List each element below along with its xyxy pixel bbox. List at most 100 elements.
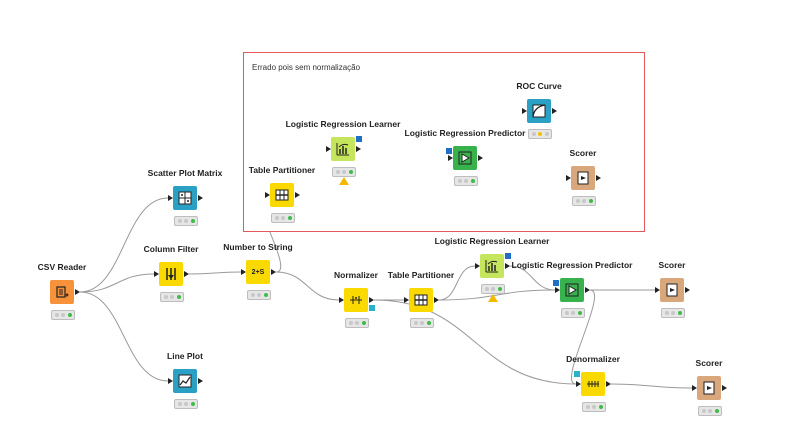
output-port[interactable] <box>184 271 189 277</box>
status-light <box>484 287 489 291</box>
status-light <box>544 132 549 136</box>
output-port[interactable] <box>685 287 690 293</box>
connection-csv-reader-to-scatter-plot-matrix[interactable] <box>79 197 169 293</box>
node-status-indicator <box>661 308 685 318</box>
status-light <box>671 311 675 315</box>
model-output-port[interactable] <box>356 136 362 142</box>
input-port[interactable] <box>265 192 270 198</box>
model-output-port[interactable] <box>505 253 511 259</box>
status-light <box>592 405 596 409</box>
scatter-matrix-icon[interactable] <box>173 186 197 210</box>
csv-reader-icon[interactable] <box>50 280 74 304</box>
status-light <box>538 132 542 136</box>
warning-icon[interactable] <box>339 177 349 185</box>
connection-number-to-string-to-normalizer[interactable] <box>275 271 340 301</box>
scorer-icon[interactable] <box>697 376 721 400</box>
node-title: Scorer <box>569 148 597 158</box>
input-port[interactable] <box>404 297 409 303</box>
learner-icon[interactable] <box>480 254 504 278</box>
connection-csv-reader-to-line-plot[interactable] <box>79 291 169 382</box>
status-light <box>426 321 431 325</box>
input-port[interactable] <box>692 385 697 391</box>
status-light <box>413 321 418 325</box>
denormalizer-icon[interactable] <box>581 372 605 396</box>
partition-icon[interactable] <box>409 288 433 312</box>
model-input-port[interactable] <box>446 148 452 154</box>
status-light <box>163 295 168 299</box>
status-light <box>420 321 424 325</box>
input-port[interactable] <box>339 297 344 303</box>
status-light <box>598 405 603 409</box>
status-light <box>250 293 255 297</box>
input-port[interactable] <box>522 108 527 114</box>
output-port[interactable] <box>585 287 590 293</box>
output-port[interactable] <box>434 297 439 303</box>
input-port[interactable] <box>566 175 571 181</box>
status-light <box>564 311 569 315</box>
input-port[interactable] <box>168 378 173 384</box>
node-status-indicator <box>345 318 369 328</box>
output-port[interactable] <box>606 381 611 387</box>
connection-table-partitioner-bottom-to-lr-learner-bottom[interactable] <box>438 265 476 301</box>
input-port[interactable] <box>168 195 173 201</box>
input-port[interactable] <box>448 155 453 161</box>
status-light <box>464 179 468 183</box>
output-port[interactable] <box>295 192 300 198</box>
output-port[interactable] <box>505 263 510 269</box>
output-port[interactable] <box>356 146 361 152</box>
output-port[interactable] <box>596 175 601 181</box>
node-title: Denormalizer <box>566 354 620 364</box>
input-port[interactable] <box>555 287 560 293</box>
partition-icon[interactable] <box>270 183 294 207</box>
output-port[interactable] <box>369 297 374 303</box>
connection-lr-learner-bottom-to-lr-predictor-bottom[interactable] <box>509 265 556 291</box>
node-status-indicator <box>247 290 271 300</box>
scorer-icon[interactable] <box>660 278 684 302</box>
output-port[interactable] <box>198 195 203 201</box>
roc-curve-icon[interactable] <box>527 99 551 123</box>
node-status-indicator <box>582 402 606 412</box>
column-filter-icon[interactable] <box>159 262 183 286</box>
number-to-string-icon[interactable]: 2+S <box>246 260 270 284</box>
status-light <box>457 179 462 183</box>
normalizer-icon[interactable] <box>344 288 368 312</box>
predictor-icon[interactable] <box>560 278 584 302</box>
status-light <box>470 179 475 183</box>
line-plot-icon[interactable] <box>173 369 197 393</box>
output-port[interactable] <box>198 378 203 384</box>
output-port[interactable] <box>75 289 80 295</box>
node-status-indicator <box>410 318 434 328</box>
node-status-indicator <box>481 284 505 294</box>
status-light <box>342 170 346 174</box>
learner-icon[interactable] <box>331 137 355 161</box>
normalizer-model-port[interactable] <box>369 305 375 311</box>
input-port[interactable] <box>576 381 581 387</box>
model-input-port[interactable] <box>553 280 559 286</box>
connection-denormalizer-to-scorer-bottom[interactable] <box>610 383 693 389</box>
connection-normalizer-to-denormalizer[interactable] <box>373 299 577 385</box>
warning-icon[interactable] <box>488 294 498 302</box>
input-port[interactable] <box>475 263 480 269</box>
predictor-icon[interactable] <box>453 146 477 170</box>
output-port[interactable] <box>271 269 276 275</box>
normalizer-model-input-port[interactable] <box>574 371 580 377</box>
output-port[interactable] <box>478 155 483 161</box>
connection-column-filter-to-number-to-string[interactable] <box>188 271 242 275</box>
input-port[interactable] <box>655 287 660 293</box>
node-title: CSV Reader <box>37 262 87 272</box>
status-light <box>281 216 285 220</box>
input-port[interactable] <box>241 269 246 275</box>
status-light <box>263 293 268 297</box>
scorer-icon[interactable] <box>571 166 595 190</box>
node-title: Logistic Regression Predictor <box>511 260 633 270</box>
connection-lr-predictor-bottom-to-denormalizer[interactable] <box>570 289 596 385</box>
output-port[interactable] <box>552 108 557 114</box>
input-port[interactable] <box>154 271 159 277</box>
status-light <box>708 409 712 413</box>
connection-csv-reader-to-column-filter[interactable] <box>79 273 155 293</box>
output-port[interactable] <box>722 385 727 391</box>
status-light <box>170 295 174 299</box>
input-port[interactable] <box>326 146 331 152</box>
status-light <box>497 287 502 291</box>
